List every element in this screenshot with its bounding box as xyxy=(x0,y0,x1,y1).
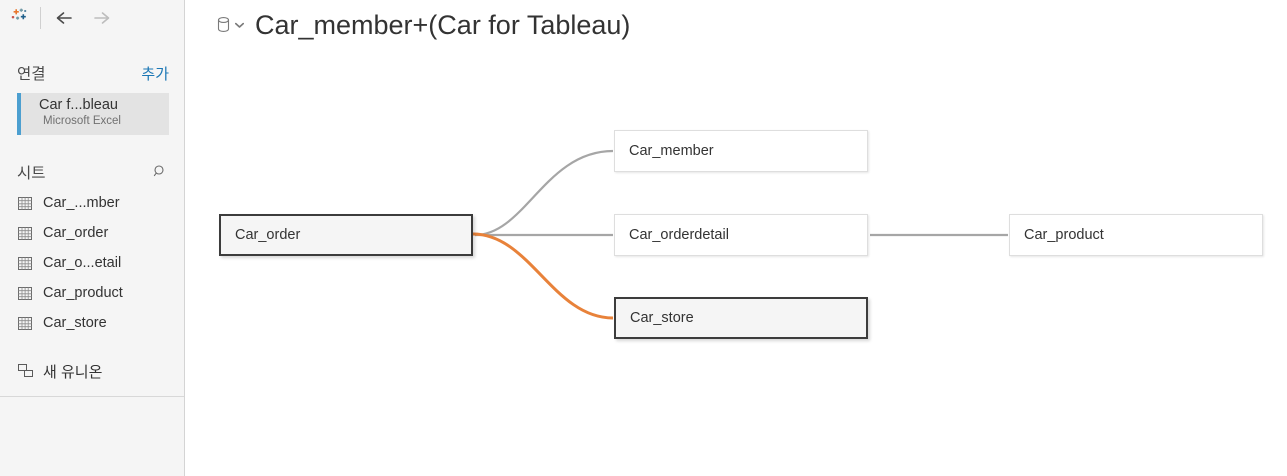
node-label: Car_order xyxy=(235,227,301,243)
back-button[interactable] xyxy=(47,2,83,34)
search-icon[interactable] xyxy=(151,162,169,180)
add-connection-link[interactable]: 추가 xyxy=(141,66,169,83)
datasource-header: Car_member+(Car for Tableau) xyxy=(213,9,630,41)
left-sidebar: 연결 추가 Car f...bleau Microsoft Excel 시트 xyxy=(0,0,185,476)
table-grid-icon xyxy=(17,248,33,278)
datasource-title: Car_member+(Car for Tableau) xyxy=(255,9,631,40)
sheet-item-label: Car_order xyxy=(43,225,109,241)
connection-name: Car f...bleau xyxy=(39,97,118,113)
link-car-order-car-member xyxy=(474,149,614,237)
connections-title: 연결 xyxy=(17,66,46,83)
sheet-list: Car_...mber Car_order Ca xyxy=(17,188,177,338)
sheet-item-car-store[interactable]: Car_store xyxy=(17,308,177,338)
link-car-order-car-store xyxy=(472,232,614,320)
connection-type: Microsoft Excel xyxy=(43,115,121,127)
node-label: Car_member xyxy=(629,143,714,159)
sidebar-toolbar xyxy=(0,0,185,36)
union-icon xyxy=(17,357,35,385)
sheets-header: 시트 xyxy=(17,161,169,183)
node-label: Car_orderdetail xyxy=(629,227,729,243)
node-car-orderdetail[interactable]: Car_orderdetail xyxy=(614,214,868,256)
connection-item-car-for-tableau[interactable]: Car f...bleau Microsoft Excel xyxy=(17,93,169,135)
toolbar-divider xyxy=(40,7,41,29)
sheet-item-label: Car_o...etail xyxy=(43,255,122,271)
sheet-item-car-orderdetail[interactable]: Car_o...etail xyxy=(17,248,177,278)
sheet-item-car-member[interactable]: Car_...mber xyxy=(17,188,177,218)
sidebar-divider xyxy=(0,396,184,397)
node-car-product[interactable]: Car_product xyxy=(1009,214,1263,256)
node-label: Car_store xyxy=(630,310,694,326)
node-car-store[interactable]: Car_store xyxy=(614,297,868,339)
sheet-item-car-order[interactable]: Car_order xyxy=(17,218,177,248)
table-grid-icon xyxy=(17,218,33,248)
relationship-diagram: Car_order Car_member Car_orderdetail Car… xyxy=(185,0,1287,476)
node-car-member[interactable]: Car_member xyxy=(614,130,868,172)
forward-button[interactable] xyxy=(83,2,119,34)
sheet-item-label: Car_store xyxy=(43,315,107,331)
connections-header: 연결 추가 xyxy=(17,62,169,84)
table-grid-icon xyxy=(17,308,33,338)
node-car-order[interactable]: Car_order xyxy=(219,214,473,256)
sheet-item-car-product[interactable]: Car_product xyxy=(17,278,177,308)
database-cylinder-icon xyxy=(213,9,233,41)
table-grid-icon xyxy=(17,278,33,308)
tableau-logo-icon[interactable] xyxy=(0,0,38,36)
new-union-label: 새 유니온 xyxy=(43,363,103,381)
sheets-title: 시트 xyxy=(17,165,46,182)
chevron-down-icon[interactable] xyxy=(233,9,245,41)
sheet-item-label: Car_...mber xyxy=(43,195,120,211)
table-grid-icon xyxy=(17,188,33,218)
new-union-button[interactable]: 새 유니온 xyxy=(17,357,177,385)
sheet-item-label: Car_product xyxy=(43,285,123,301)
node-label: Car_product xyxy=(1024,227,1104,243)
flow-canvas: Car_member+(Car for Tableau) Car_order C… xyxy=(185,0,1287,476)
